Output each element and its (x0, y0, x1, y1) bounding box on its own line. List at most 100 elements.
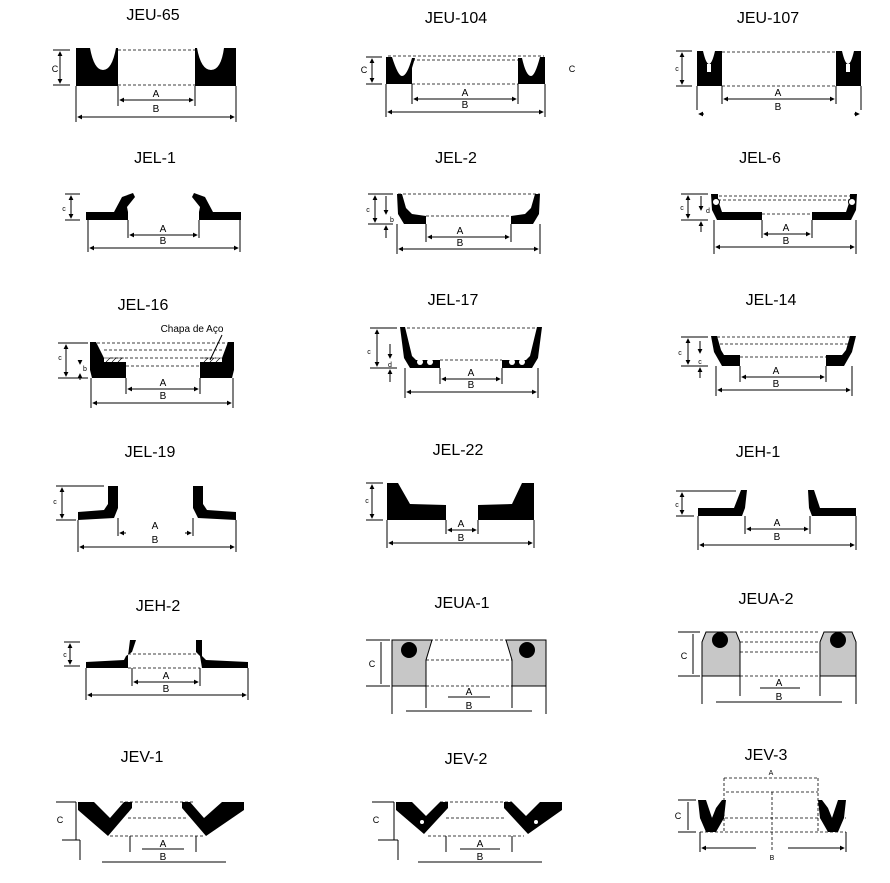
dim-a-label: A (160, 224, 167, 235)
dim-c-label: c (680, 205, 684, 212)
seal-profile-left (86, 193, 135, 220)
seal-title: JEH-1 (736, 444, 781, 461)
dim-c-label: c (58, 355, 62, 362)
dim-c-small-label: c (698, 359, 702, 366)
seal-profile-left (386, 57, 415, 84)
garter-ring-left (712, 632, 728, 648)
seal-title: JEH-2 (136, 598, 181, 615)
seal-title: JEV-2 (445, 751, 488, 768)
garter-ring-left (401, 642, 417, 658)
dim-a-label: A (776, 678, 783, 689)
seal-profile-left (78, 802, 132, 836)
seal-profile-right (505, 639, 547, 687)
seal-profile-left (698, 800, 726, 832)
seal-jel-17: JEL-17 c d A B (367, 292, 542, 398)
dim-c-label-outer: C (569, 64, 576, 74)
dim-b-label: B (468, 380, 475, 391)
dim-a-label: A (774, 518, 781, 529)
dim-b-label: B (457, 238, 464, 249)
seal-title: JEU-104 (425, 10, 487, 27)
dim-a-label: A (769, 770, 774, 777)
seal-jel-2: JEL-2 c b A B (366, 150, 541, 254)
dim-c-label: c (63, 652, 67, 659)
dim-a-label: A (468, 368, 475, 379)
dim-a-label: A (477, 839, 484, 850)
seal-profile-left (711, 336, 740, 366)
seal-jel-14: JEL-14 c c A B (678, 292, 856, 396)
seal-profile-left (397, 194, 426, 224)
seal-profile-left (90, 342, 126, 378)
seal-title: JEUA-2 (738, 591, 793, 608)
dim-c-label: c (365, 498, 369, 505)
steel-plate-label: Chapa de Aço (161, 324, 224, 335)
dim-b-label: B (163, 684, 170, 695)
dim-a-label: A (466, 687, 473, 698)
dim-a-label: A (160, 378, 167, 389)
seal-profile-right (826, 336, 856, 366)
garter-ring-right (830, 632, 846, 648)
dim-b-label: B (466, 701, 473, 712)
seal-title: JEL-22 (433, 442, 484, 459)
dim-d-label: d (706, 208, 710, 215)
dim-c-label: C (52, 64, 59, 74)
seal-jel-16: JEL-16 Chapa de Aço c b A B (58, 297, 234, 408)
dim-b-label: B (160, 852, 167, 863)
seal-profile-right (182, 802, 244, 836)
seal-profile-right (808, 490, 856, 516)
dim-b-label: B (477, 852, 484, 863)
dim-b-label: B (783, 236, 790, 247)
dim-a-label: A (458, 519, 465, 530)
dim-c-label: c (62, 206, 66, 213)
dim-a-label: A (160, 839, 167, 850)
seal-profile-right (504, 802, 562, 834)
seal-jeua-2: JEUA-2 C A B (678, 591, 857, 704)
seal-profile-right (196, 640, 248, 668)
seal-jel-19: JEL-19 c A B (53, 444, 237, 552)
seal-jel-6: JEL-6 c d A B (680, 150, 857, 254)
seal-title: JEV-1 (121, 749, 164, 766)
dim-a-label: A (457, 226, 464, 237)
dim-c-label: c (53, 499, 57, 506)
seal-jeua-1: JEUA-1 C A B (366, 595, 547, 714)
dim-c-label: C (681, 651, 688, 661)
seal-profile-right (195, 48, 236, 86)
dim-a-label: A (775, 88, 782, 99)
seal-jeu-65: JEU-65 C A B (52, 7, 237, 122)
seal-profile (387, 483, 534, 520)
dim-a-label: A (783, 223, 790, 234)
seal-profile-left (86, 640, 136, 668)
dim-b-label: B (160, 391, 167, 402)
seal-title: JEL-16 (118, 297, 169, 314)
seal-title: JEV-3 (745, 747, 788, 764)
dim-c-label: c (678, 350, 682, 357)
seal-profile-right (193, 486, 236, 520)
dim-a-label: A (152, 521, 159, 532)
dim-c-label: c (366, 207, 370, 214)
dim-c-label: c (675, 66, 679, 73)
dim-b-small-label: b (83, 366, 87, 373)
dim-d-label: d (388, 362, 392, 369)
seal-title: JEU-107 (737, 10, 799, 27)
seal-title: JEL-2 (435, 150, 477, 167)
dim-b-label: B (152, 535, 159, 546)
dim-b-label: B (160, 236, 167, 247)
dim-b-label: B (153, 104, 160, 115)
dim-a-label: A (773, 366, 780, 377)
seal-profile-left (711, 194, 762, 220)
seal-profile-right (818, 800, 846, 832)
seal-title: JEU-65 (126, 7, 179, 24)
dim-b-label: B (775, 102, 782, 113)
garter-ring-right (519, 642, 535, 658)
seal-jel-1: JEL-1 c A B (62, 150, 241, 252)
seal-profile-left (400, 327, 440, 368)
seal-profile-right (511, 194, 540, 224)
seal-jev-3: JEV-3 A C B (675, 747, 847, 862)
seal-jeh-1: JEH-1 c A B (675, 444, 857, 550)
seal-title: JEL-1 (134, 150, 176, 167)
seal-profile-right (812, 194, 857, 220)
seal-profile-left (396, 802, 448, 834)
seal-title: JEL-14 (746, 292, 797, 309)
dim-c-label: C (369, 659, 376, 669)
dim-c-label: C (373, 815, 380, 825)
